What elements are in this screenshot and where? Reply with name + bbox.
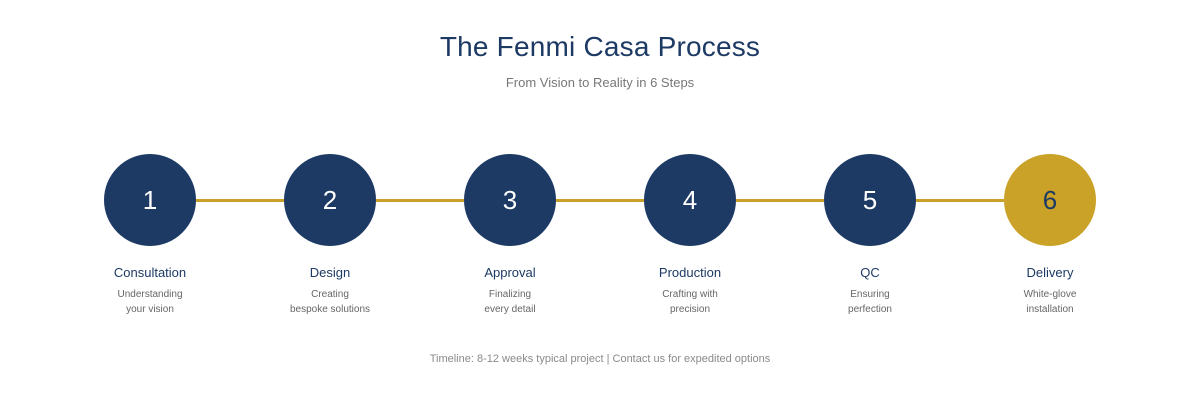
connector-4-to-5 [736,198,824,202]
page-title: The Fenmi Casa Process [439,31,761,62]
connector-1-to-2 [196,198,284,202]
step-description: Finalizing every detail [484,289,536,315]
step-label: Design [309,265,351,280]
diagram-footer: Timeline: 8-12 weeks typical project | C… [0,351,1200,367]
process-timeline: 1 2 3 4 5 6 [104,154,1096,246]
step-circle-6[interactable]: 6 [1004,154,1096,246]
process-step-4[interactable]: 4 [644,154,736,246]
step-number: 5 [862,185,878,215]
step-label: Delivery [1026,265,1074,280]
step-label: Approval [484,265,536,280]
step-number: 6 [1042,185,1058,215]
step-circle-5[interactable]: 5 [824,154,916,246]
step-number: 2 [322,185,338,215]
timeline-note: Timeline: 8-12 weeks typical project | C… [429,353,771,365]
connector-3-to-4 [556,198,644,202]
step-number: 3 [502,185,518,215]
process-step-1[interactable]: 1 [104,154,196,246]
step-description: White-glove installation [1023,289,1077,315]
step-label: Production [658,265,722,280]
step-circle-2[interactable]: 2 [284,154,376,246]
step-description: Creating bespoke solutions [289,289,371,315]
connector-2-to-3 [376,198,464,202]
step-label: Consultation [113,265,187,280]
page-subtitle: From Vision to Reality in 6 Steps [505,75,695,90]
step-number: 4 [682,185,698,215]
connector-layer [104,154,1096,246]
process-step-6[interactable]: 6 [1004,154,1096,246]
step-circle-3[interactable]: 3 [464,154,556,246]
step-description: Ensuring perfection [848,289,892,315]
connector-5-to-6 [916,198,1004,202]
process-step-5[interactable]: 5 [824,154,916,246]
process-step-2[interactable]: 2 [284,154,376,246]
process-step-3[interactable]: 3 [464,154,556,246]
step-description: Crafting with precision [662,289,718,315]
step-circle-4[interactable]: 4 [644,154,736,246]
step-circle-1[interactable]: 1 [104,154,196,246]
step-caption-5: QC Ensuring perfection [790,265,950,317]
diagram-header: The Fenmi Casa Process From Vision to Re… [0,30,1200,92]
step-description: Understanding your vision [117,289,183,315]
step-label: QC [860,265,880,280]
step-number: 1 [142,185,158,215]
